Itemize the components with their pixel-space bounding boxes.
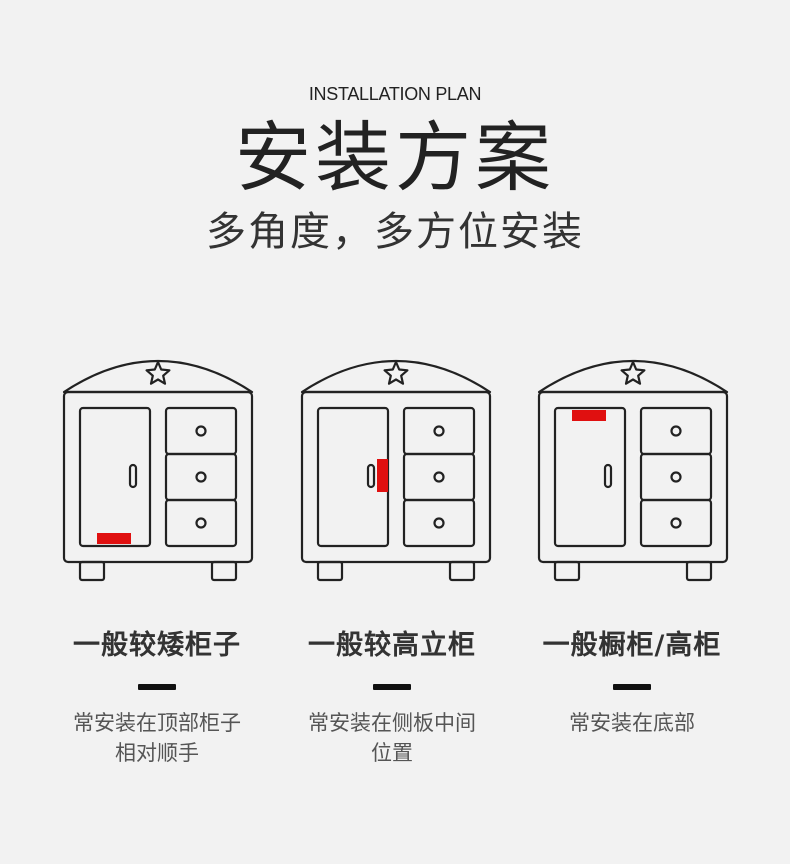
knob-icon	[433, 517, 445, 529]
star-icon	[383, 360, 409, 385]
page-title: 安装方案	[235, 113, 555, 202]
option-description: 常安装在顶部柜子 相对顺手	[37, 708, 277, 768]
install-option-1: 一般较矮柜子 常安装在顶部柜子 相对顺手	[37, 626, 277, 768]
door-handle-icon	[366, 463, 376, 489]
option-description: 常安装在底部	[512, 708, 752, 738]
knob-icon	[433, 471, 445, 483]
install-option-2: 一般较高立柜 常安装在侧板中间 位置	[272, 626, 512, 768]
option-description-line: 常安装在侧板中间	[308, 711, 476, 735]
door-handle-icon	[603, 463, 613, 489]
star-icon	[145, 360, 171, 385]
option-description: 常安装在侧板中间 位置	[272, 708, 512, 768]
install-option-3: 一般橱柜/高柜 常安装在底部	[512, 626, 752, 738]
subtitle-en: INSTALLATION PLAN	[308, 84, 482, 104]
option-description-line: 常安装在底部	[569, 711, 695, 735]
star-icon	[620, 360, 646, 385]
tagline: 多角度，多方位安装	[206, 209, 584, 255]
install-marker	[97, 533, 131, 544]
divider-bar	[138, 684, 176, 690]
knob-icon	[670, 517, 682, 529]
option-title: 一般较高立柜	[308, 630, 476, 661]
divider-bar	[373, 684, 411, 690]
install-marker	[572, 410, 606, 421]
knob-icon	[670, 471, 682, 483]
knob-icon	[670, 425, 682, 437]
option-description-line: 位置	[371, 741, 413, 765]
install-marker	[377, 459, 388, 492]
option-description-line: 常安装在顶部柜子	[73, 711, 241, 735]
knob-icon	[195, 425, 207, 437]
option-title: 一般较矮柜子	[73, 630, 241, 661]
door-handle-icon	[128, 463, 138, 489]
option-title: 一般橱柜/高柜	[542, 630, 722, 661]
cabinet-illustration-2	[300, 360, 492, 582]
knob-icon	[195, 517, 207, 529]
knob-icon	[195, 471, 207, 483]
cabinet-illustration-1	[62, 360, 254, 582]
divider-bar	[613, 684, 651, 690]
option-description-line: 相对顺手	[115, 741, 199, 765]
knob-icon	[433, 425, 445, 437]
cabinet-illustration-3	[537, 360, 729, 582]
